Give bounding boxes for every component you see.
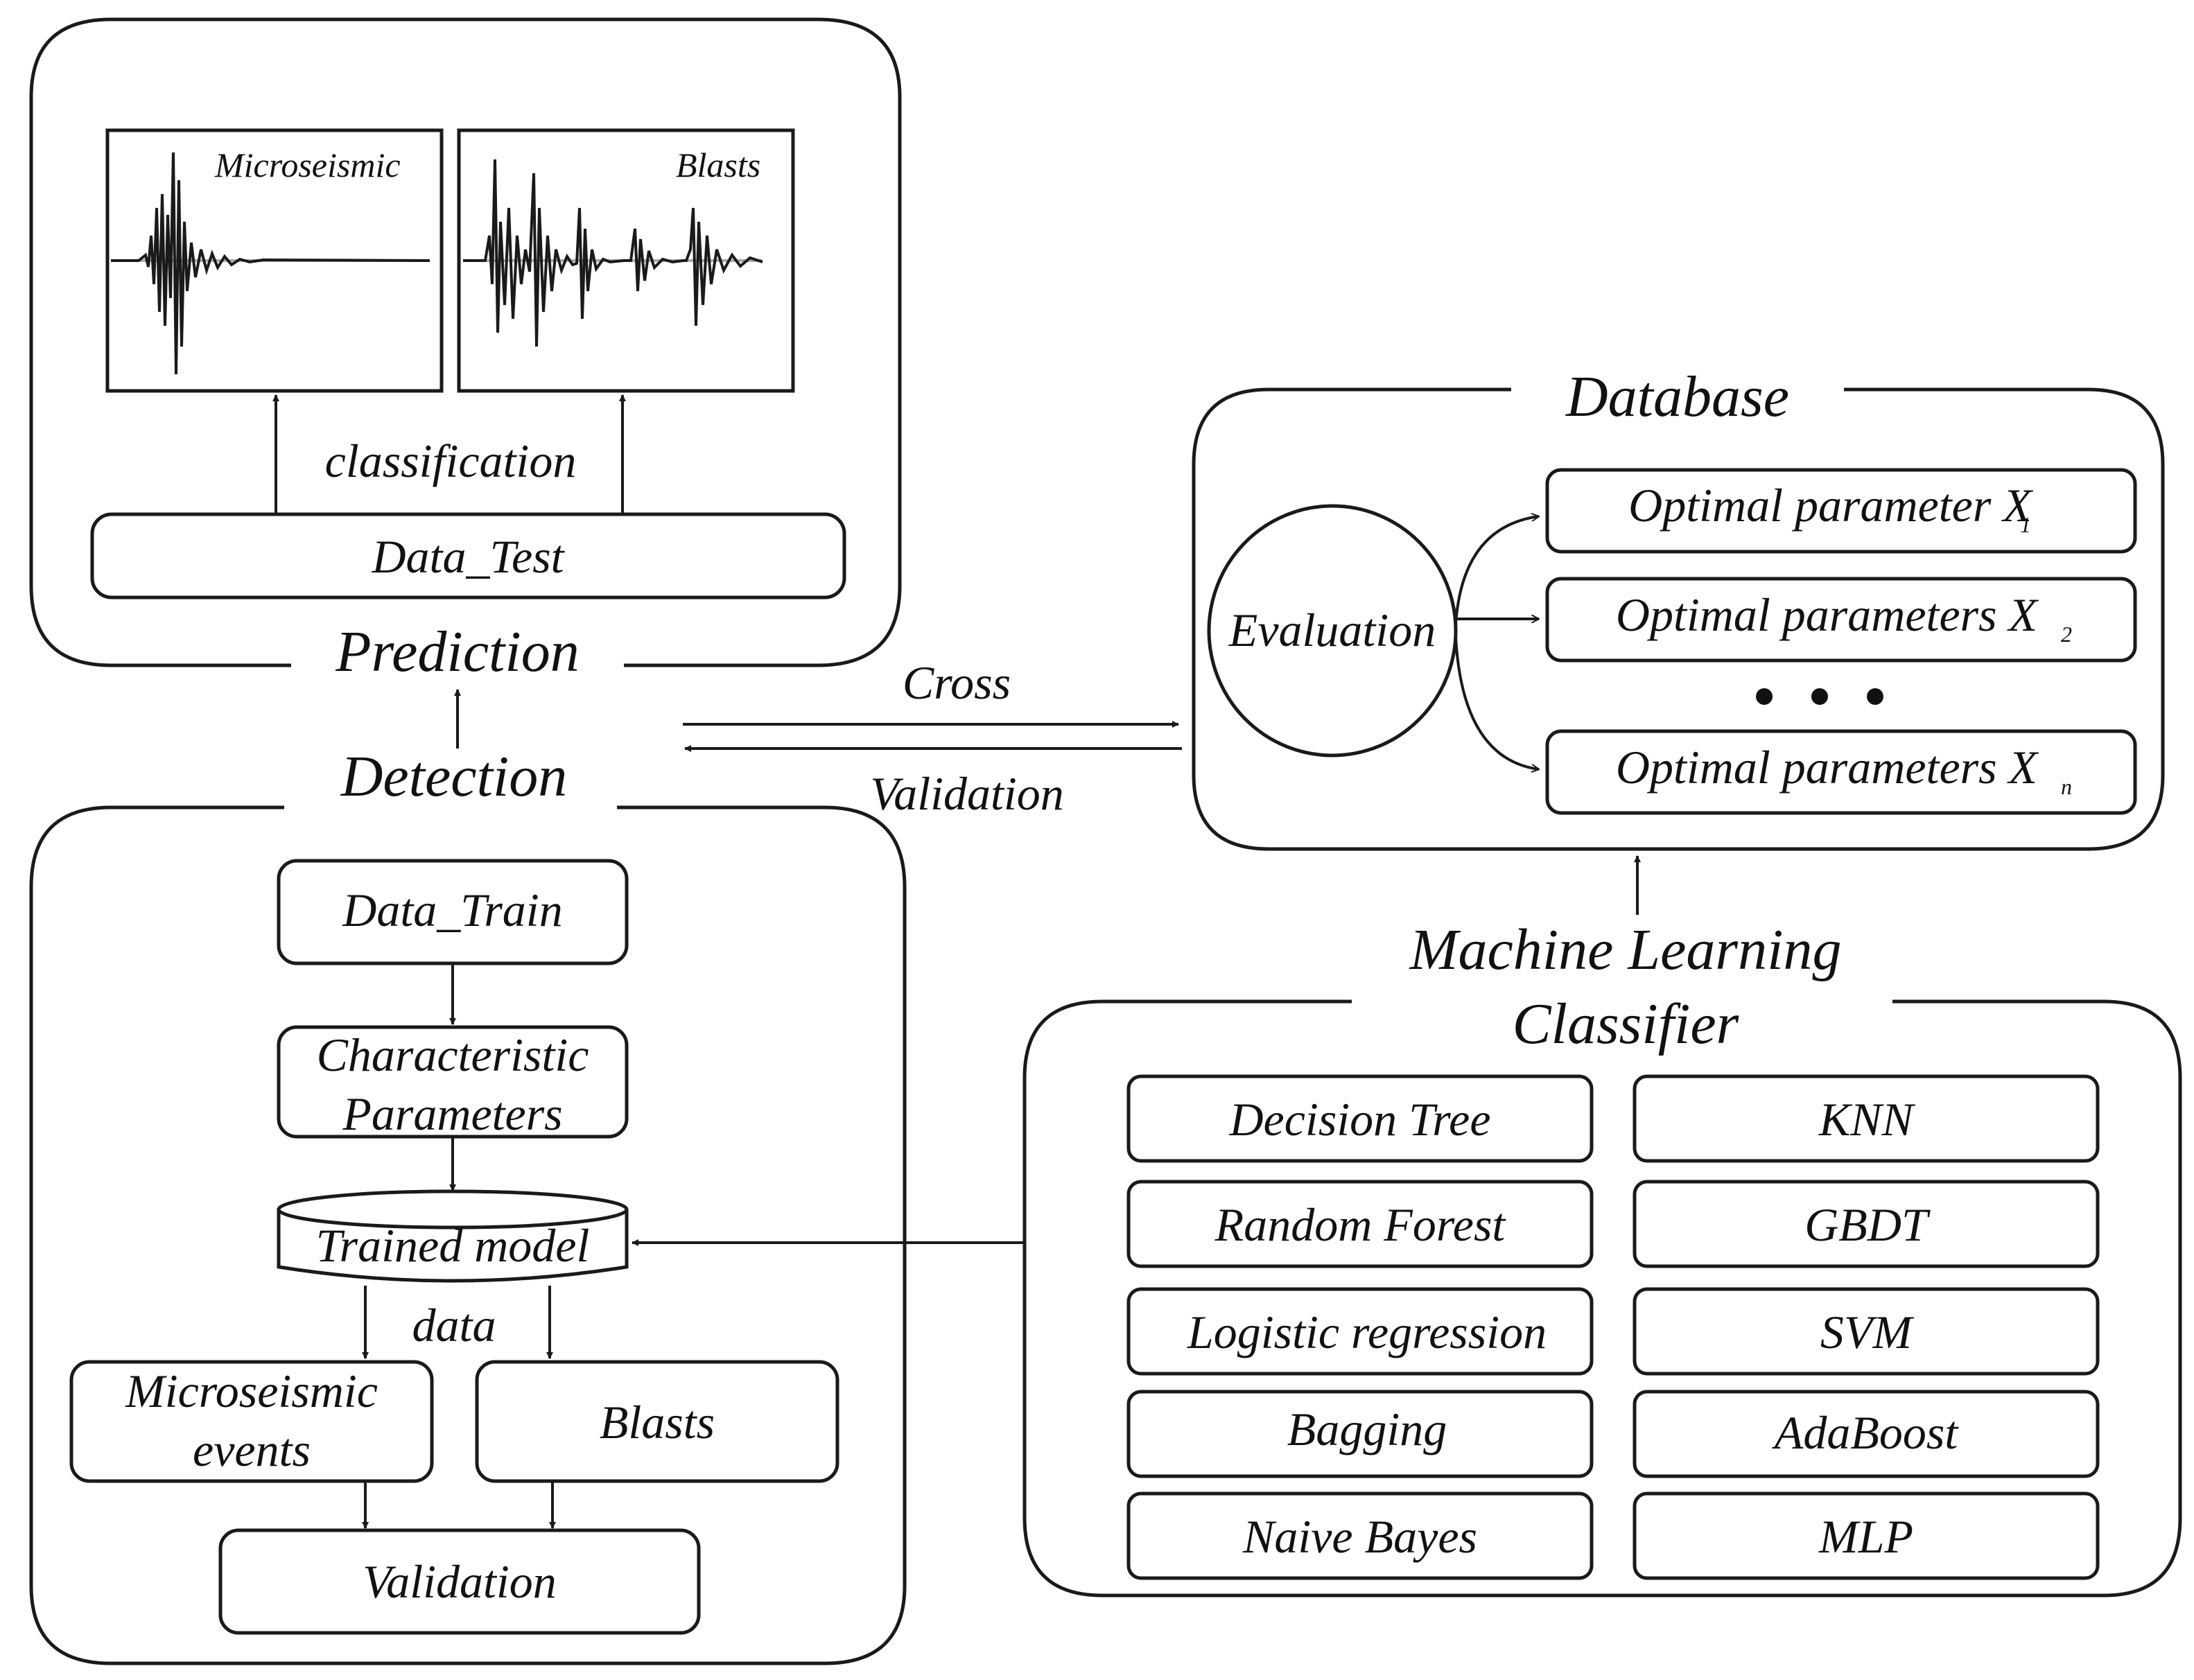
trained-model-label: Trained model [316,1219,590,1272]
classifier-random-forest: Random Forest [1214,1198,1507,1251]
prediction-panel: Microseismic Blasts classification Data_… [29,17,902,684]
paramn-text: Optimal parameters X [1616,741,2039,794]
classifier-decision-tree-box [1126,1074,1594,1163]
data-test-box [90,512,846,600]
cylinder-body [277,1209,629,1283]
plot-microseismic-label: Microseismic [214,146,401,184]
classifier-bagging-box [1126,1390,1594,1478]
detection-panel-border [29,805,907,1665]
microseismic-events-line1: Microseismic [125,1365,378,1417]
param2-text: Optimal parameters X [1616,588,2039,641]
classifier-mlp-box [1633,1491,2100,1580]
plot-blasts-frame [457,128,795,393]
evaluation-circle [1207,504,1458,758]
param2-subscript: 2 [2061,622,2072,647]
microseismic-events-line2: events [193,1424,311,1476]
cross-validation-connector: Cross Validation [683,656,1182,820]
prediction-title: Prediction [335,620,579,684]
param1-subscript: 1 [2020,512,2031,537]
param1-text: Optimal parameter X [1628,479,2033,532]
plot-blasts: Blasts [457,128,795,393]
classifier-panel: Machine Learning Classifier Decision Tre… [1022,918,2182,1598]
classifier-logistic-regression: Logistic regression [1187,1306,1547,1358]
arrow-eval-to-paramn [1454,637,1539,769]
validation-label: Validation [363,1555,557,1608]
classifier-knn-box [1633,1074,2100,1163]
classifier-naive-bayes: Naive Bayes [1242,1510,1477,1563]
param1-box [1545,468,2137,554]
database-title: Database [1565,365,1789,429]
validation-cross-label: Validation [870,767,1064,820]
classifier-decision-tree: Decision Tree [1228,1093,1490,1146]
plot-blasts-label: Blasts [676,146,760,184]
cross-label: Cross [903,656,1011,709]
prediction-panel-border [29,17,902,667]
trained-model-cylinder: Trained model [277,1189,629,1283]
classifier-svm: SVM [1820,1306,1915,1358]
database-panel-border [1192,387,2165,851]
classifier-adaboost: AdaBoost [1772,1406,1960,1459]
classification-label: classification [325,435,577,487]
classifier-mlp: MLP [1818,1510,1913,1563]
cylinder-top [277,1189,629,1230]
data-train-label: Data_Train [342,884,562,936]
classifier-title-line2: Classifier [1513,992,1739,1056]
classifier-gbdt-box [1633,1180,2100,1268]
blasts-label: Blasts [600,1396,715,1449]
arrow-eval-to-param1 [1454,516,1539,624]
plot-microseismic: Microseismic [105,128,444,393]
data-test-label: Data_Test [371,530,565,583]
waveform-blasts [463,159,763,347]
paramn-box [1545,729,2137,815]
validation-box [218,1528,701,1635]
classifier-title-line1: Machine Learning [1409,918,1842,982]
dot [1756,688,1773,705]
detection-panel: Detection Data_Train Characteristic Para… [29,744,907,1665]
ellipsis-dots [1756,688,1883,705]
database-panel: Database Evaluation Optimal parameter X … [1192,365,2165,851]
plot-microseismic-frame [105,128,444,393]
classifier-bagging: Bagging [1287,1403,1447,1455]
detection-title: Detection [340,744,568,809]
classifier-panel-border [1022,999,2182,1598]
classifier-gbdt: GBDT [1804,1198,1931,1251]
evaluation-label: Evaluation [1228,604,1436,656]
data-label: data [412,1299,496,1351]
classifier-adaboost-box [1633,1390,2100,1478]
classifier-naive-bayes-box [1126,1491,1594,1580]
characteristic-line2: Parameters [342,1087,562,1140]
characteristic-line1: Characteristic [317,1029,589,1081]
classifier-svm-box [1633,1287,2100,1376]
param2-box [1545,577,2137,663]
classifier-random-forest-box [1126,1180,1594,1268]
waveform-microseismic [111,152,430,375]
dot [1811,688,1828,705]
classifier-knn: KNN [1818,1093,1916,1146]
blasts-box [475,1360,839,1483]
dot [1867,688,1883,705]
classifier-logistic-regression-box [1126,1287,1594,1376]
paramn-subscript: n [2061,774,2072,799]
microseismic-events-box [69,1360,434,1483]
